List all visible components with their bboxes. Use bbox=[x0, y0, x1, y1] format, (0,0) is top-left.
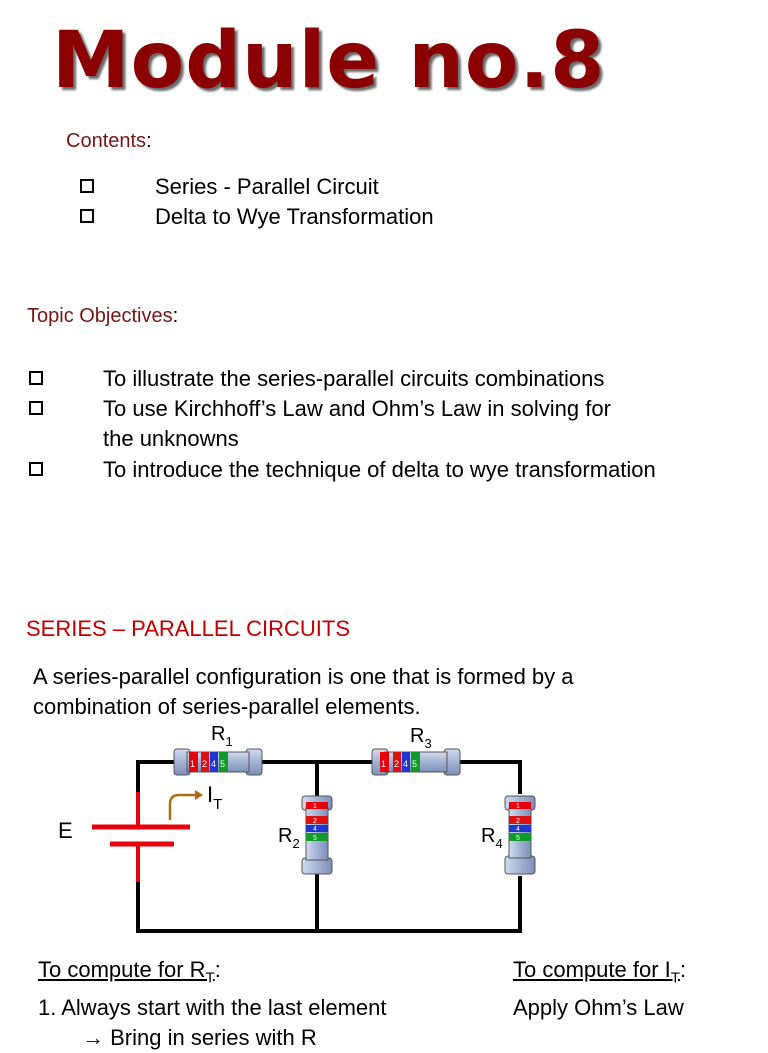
compute-it-block: To compute for IT: Apply Ohm’s Law bbox=[513, 955, 686, 1023]
resistor-band bbox=[509, 833, 531, 841]
objective-item-label: To introduce the technique of delta to w… bbox=[103, 457, 656, 482]
resistor-band bbox=[411, 752, 420, 772]
resistor-band bbox=[380, 752, 389, 772]
resistor-band bbox=[219, 752, 228, 772]
current-arrow-icon bbox=[168, 793, 195, 820]
resistor-band bbox=[402, 752, 410, 772]
resistor-band-label: 2 bbox=[202, 759, 207, 769]
circuit-wires bbox=[136, 760, 522, 933]
contents-item-label: Series - Parallel Circuit bbox=[155, 174, 379, 199]
arrow-head-icon bbox=[195, 790, 203, 800]
objective-item: To introduce the technique of delta to w… bbox=[29, 457, 656, 483]
resistor-band bbox=[306, 825, 328, 832]
paragraph-line: A series-parallel configuration is one t… bbox=[33, 664, 574, 689]
compute-rt-block: To compute for RT: 1. Always start with … bbox=[38, 955, 387, 1053]
resistor-r3: 1 2 4 5 bbox=[371, 748, 461, 776]
resistor-band-label: 4 bbox=[516, 826, 520, 833]
page-title: Module no.8 bbox=[52, 16, 606, 106]
circuit-diagram: E IT 1 2 4 5 R1 1 2 4 5 R3 bbox=[58, 723, 536, 933]
checkbox-icon bbox=[80, 209, 94, 223]
resistor-band bbox=[393, 752, 401, 772]
objectives-label-row: Topic Objectives: bbox=[27, 305, 178, 328]
contents-colon: : bbox=[146, 130, 152, 152]
resistor-label-r1: R1 bbox=[211, 723, 233, 749]
resistor-band-label: 4 bbox=[313, 826, 317, 833]
resistor-band bbox=[306, 802, 328, 809]
checkbox-icon bbox=[80, 179, 94, 193]
checkbox-icon bbox=[29, 401, 43, 415]
resistor-band-label: 4 bbox=[211, 759, 216, 769]
objectives-colon: : bbox=[172, 305, 179, 327]
objective-item-label: To illustrate the series-parallel circui… bbox=[103, 366, 605, 391]
wire-bottom bbox=[136, 876, 522, 933]
resistor-cap bbox=[504, 855, 536, 875]
contents-item-label: Delta to Wye Transformation bbox=[155, 204, 434, 229]
resistor-band-label: 5 bbox=[220, 759, 225, 769]
current-label-sub: T bbox=[213, 796, 222, 813]
resistor-band-label: 2 bbox=[516, 818, 520, 825]
resistor-band-label: 2 bbox=[394, 759, 399, 769]
paragraph-line: combination of series-parallel elements. bbox=[33, 694, 421, 719]
resistor-band-label: 1 bbox=[190, 759, 195, 769]
compute-it-heading: To compute for IT: bbox=[513, 957, 687, 987]
resistor-band bbox=[306, 833, 328, 841]
objective-item-label: To use Kirchhoff’s Law and Ohm’s Law in … bbox=[103, 396, 611, 421]
resistor-band-label: 5 bbox=[313, 835, 317, 842]
contents-item: Delta to Wye Transformation bbox=[80, 204, 434, 230]
resistor-band-label: 2 bbox=[313, 818, 317, 825]
compute-rt-label: To compute for RT bbox=[38, 957, 215, 987]
current-label: IT bbox=[207, 782, 222, 813]
resistor-band bbox=[509, 825, 531, 832]
resistor-band bbox=[306, 816, 328, 824]
compute-rt-step1: 1. Always start with the last element bbox=[38, 995, 387, 1021]
objective-item: To illustrate the series-parallel circui… bbox=[29, 366, 604, 392]
current-label-main: I bbox=[207, 782, 213, 807]
objective-item-label: the unknowns bbox=[103, 426, 239, 451]
resistor-band bbox=[509, 816, 531, 824]
resistor-label-r3: R3 bbox=[410, 725, 432, 751]
battery-symbol bbox=[92, 792, 190, 882]
resistor-band bbox=[210, 752, 218, 772]
compute-it-line1: Apply Ohm’s Law bbox=[513, 995, 684, 1021]
resistor-band bbox=[189, 752, 198, 772]
section-heading: SERIES – PARALLEL CIRCUITS bbox=[26, 616, 350, 641]
resistor-band-label: 5 bbox=[516, 835, 520, 842]
compute-rt-step2: → Bring in series with R bbox=[82, 1025, 317, 1051]
checkbox-icon bbox=[29, 462, 43, 476]
resistor-band-label: 1 bbox=[516, 803, 520, 810]
section-paragraph: A series-parallel configuration is one t… bbox=[33, 662, 733, 722]
resistor-band bbox=[509, 802, 531, 809]
objective-item: To use Kirchhoff’s Law and Ohm’s Law in … bbox=[29, 396, 611, 422]
resistor-r1: 1 2 4 5 bbox=[173, 748, 263, 776]
wire-top bbox=[136, 760, 522, 794]
resistor-r2: 1 2 4 5 bbox=[301, 795, 333, 875]
compute-rt-heading: To compute for RT: bbox=[38, 957, 221, 987]
resistor-r4: 1 2 4 5 bbox=[504, 795, 536, 875]
resistor-band-label: 4 bbox=[403, 759, 408, 769]
source-label: E bbox=[58, 818, 73, 843]
resistor-band-label: 5 bbox=[412, 759, 417, 769]
resistor-band-label: 1 bbox=[381, 759, 386, 769]
contents-label-row: Contents: bbox=[66, 130, 152, 153]
contents-item: Series - Parallel Circuit bbox=[80, 174, 379, 200]
resistor-label-r2: R2 bbox=[278, 825, 300, 851]
contents-label: Contents bbox=[66, 130, 147, 152]
objectives-label: Topic Objectives bbox=[27, 305, 173, 327]
resistor-label-r4: R4 bbox=[481, 825, 503, 851]
resistor-band-label: 1 bbox=[313, 803, 317, 810]
objective-item-continuation: the unknowns bbox=[103, 426, 239, 452]
resistor-band bbox=[201, 752, 209, 772]
checkbox-icon bbox=[29, 371, 43, 385]
compute-it-label: To compute for IT bbox=[513, 957, 680, 987]
